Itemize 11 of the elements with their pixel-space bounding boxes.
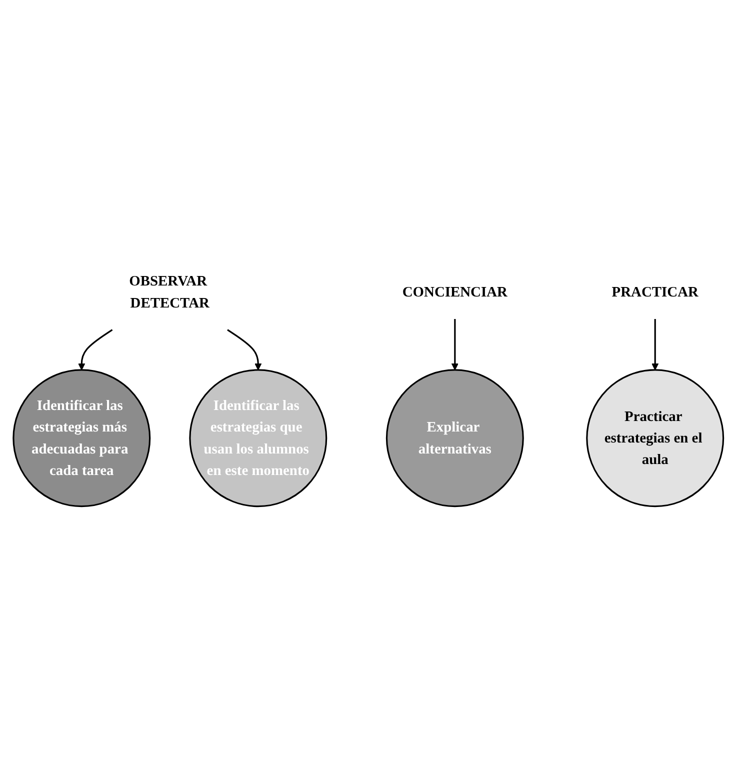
node-circle: Practicar estrategias en el aula: [586, 368, 724, 507]
node-text: PRACTICAR: [612, 283, 698, 300]
node-circle: Identificar las estrategias más adecuadas para cada tarea: [12, 368, 151, 507]
arrow: [78, 328, 113, 370]
arrow: [451, 318, 458, 370]
node-circle: Identificar las estrategias que usan los alumnos en este momento: [189, 368, 328, 507]
arrow: [227, 328, 262, 370]
node-text: OBSERVAR DETECTAR: [129, 272, 210, 310]
node-circle: Explicar alternativas: [386, 368, 524, 507]
node-text: CONCIENCIAR: [402, 283, 508, 300]
arrow: [652, 318, 659, 370]
